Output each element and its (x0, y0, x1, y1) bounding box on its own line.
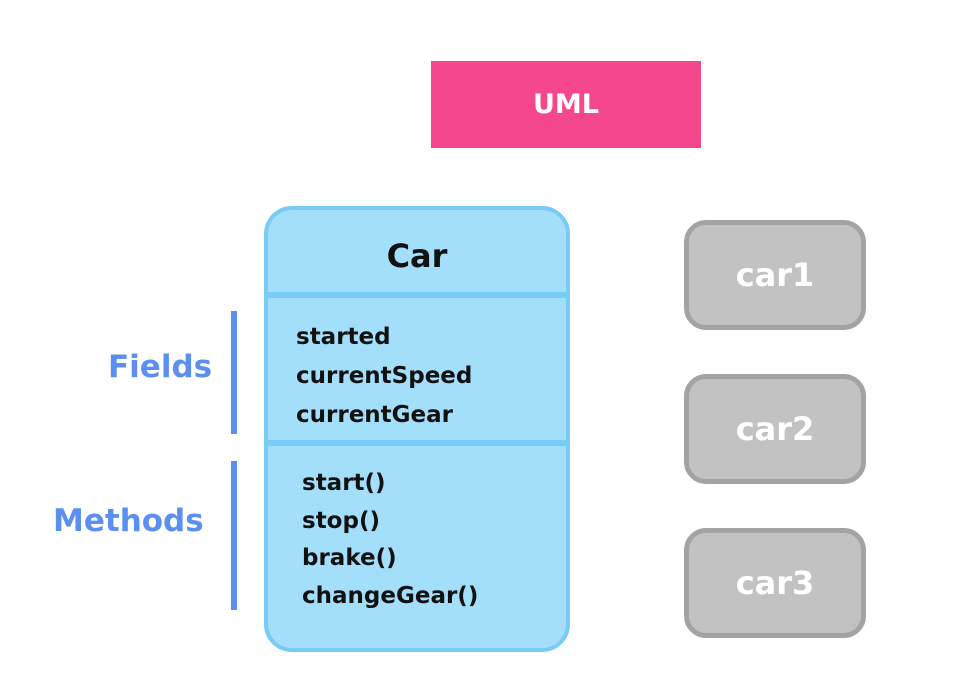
instance-box-car3: car3 (684, 528, 866, 638)
methods-bracket (231, 461, 237, 610)
fields-label: Fields (108, 349, 213, 385)
field-item: started (296, 324, 391, 350)
method-item: start() (302, 470, 386, 496)
instance-label: car2 (735, 410, 815, 448)
fields-divider (268, 440, 566, 446)
method-item: changeGear() (302, 582, 479, 609)
class-name: Car (386, 237, 448, 275)
uml-title: UML (533, 89, 599, 120)
field-item: currentSpeed (296, 363, 473, 389)
instance-label: car1 (735, 256, 815, 294)
uml-title-banner: UML (431, 61, 701, 148)
car-class-box: Car started currentSpeed currentGear sta… (264, 206, 570, 652)
fields-list: started currentSpeed currentGear (296, 318, 472, 435)
methods-list: start() stop() brake() changeGear() (302, 465, 478, 615)
class-name-divider (268, 292, 566, 298)
methods-label: Methods (53, 503, 204, 539)
instance-box-car2: car2 (684, 374, 866, 484)
method-item: stop() (302, 507, 380, 534)
fields-bracket (231, 311, 237, 434)
method-item: brake() (302, 545, 397, 571)
field-item: currentGear (296, 402, 454, 428)
instance-box-car1: car1 (684, 220, 866, 330)
instance-label: car3 (735, 564, 815, 602)
